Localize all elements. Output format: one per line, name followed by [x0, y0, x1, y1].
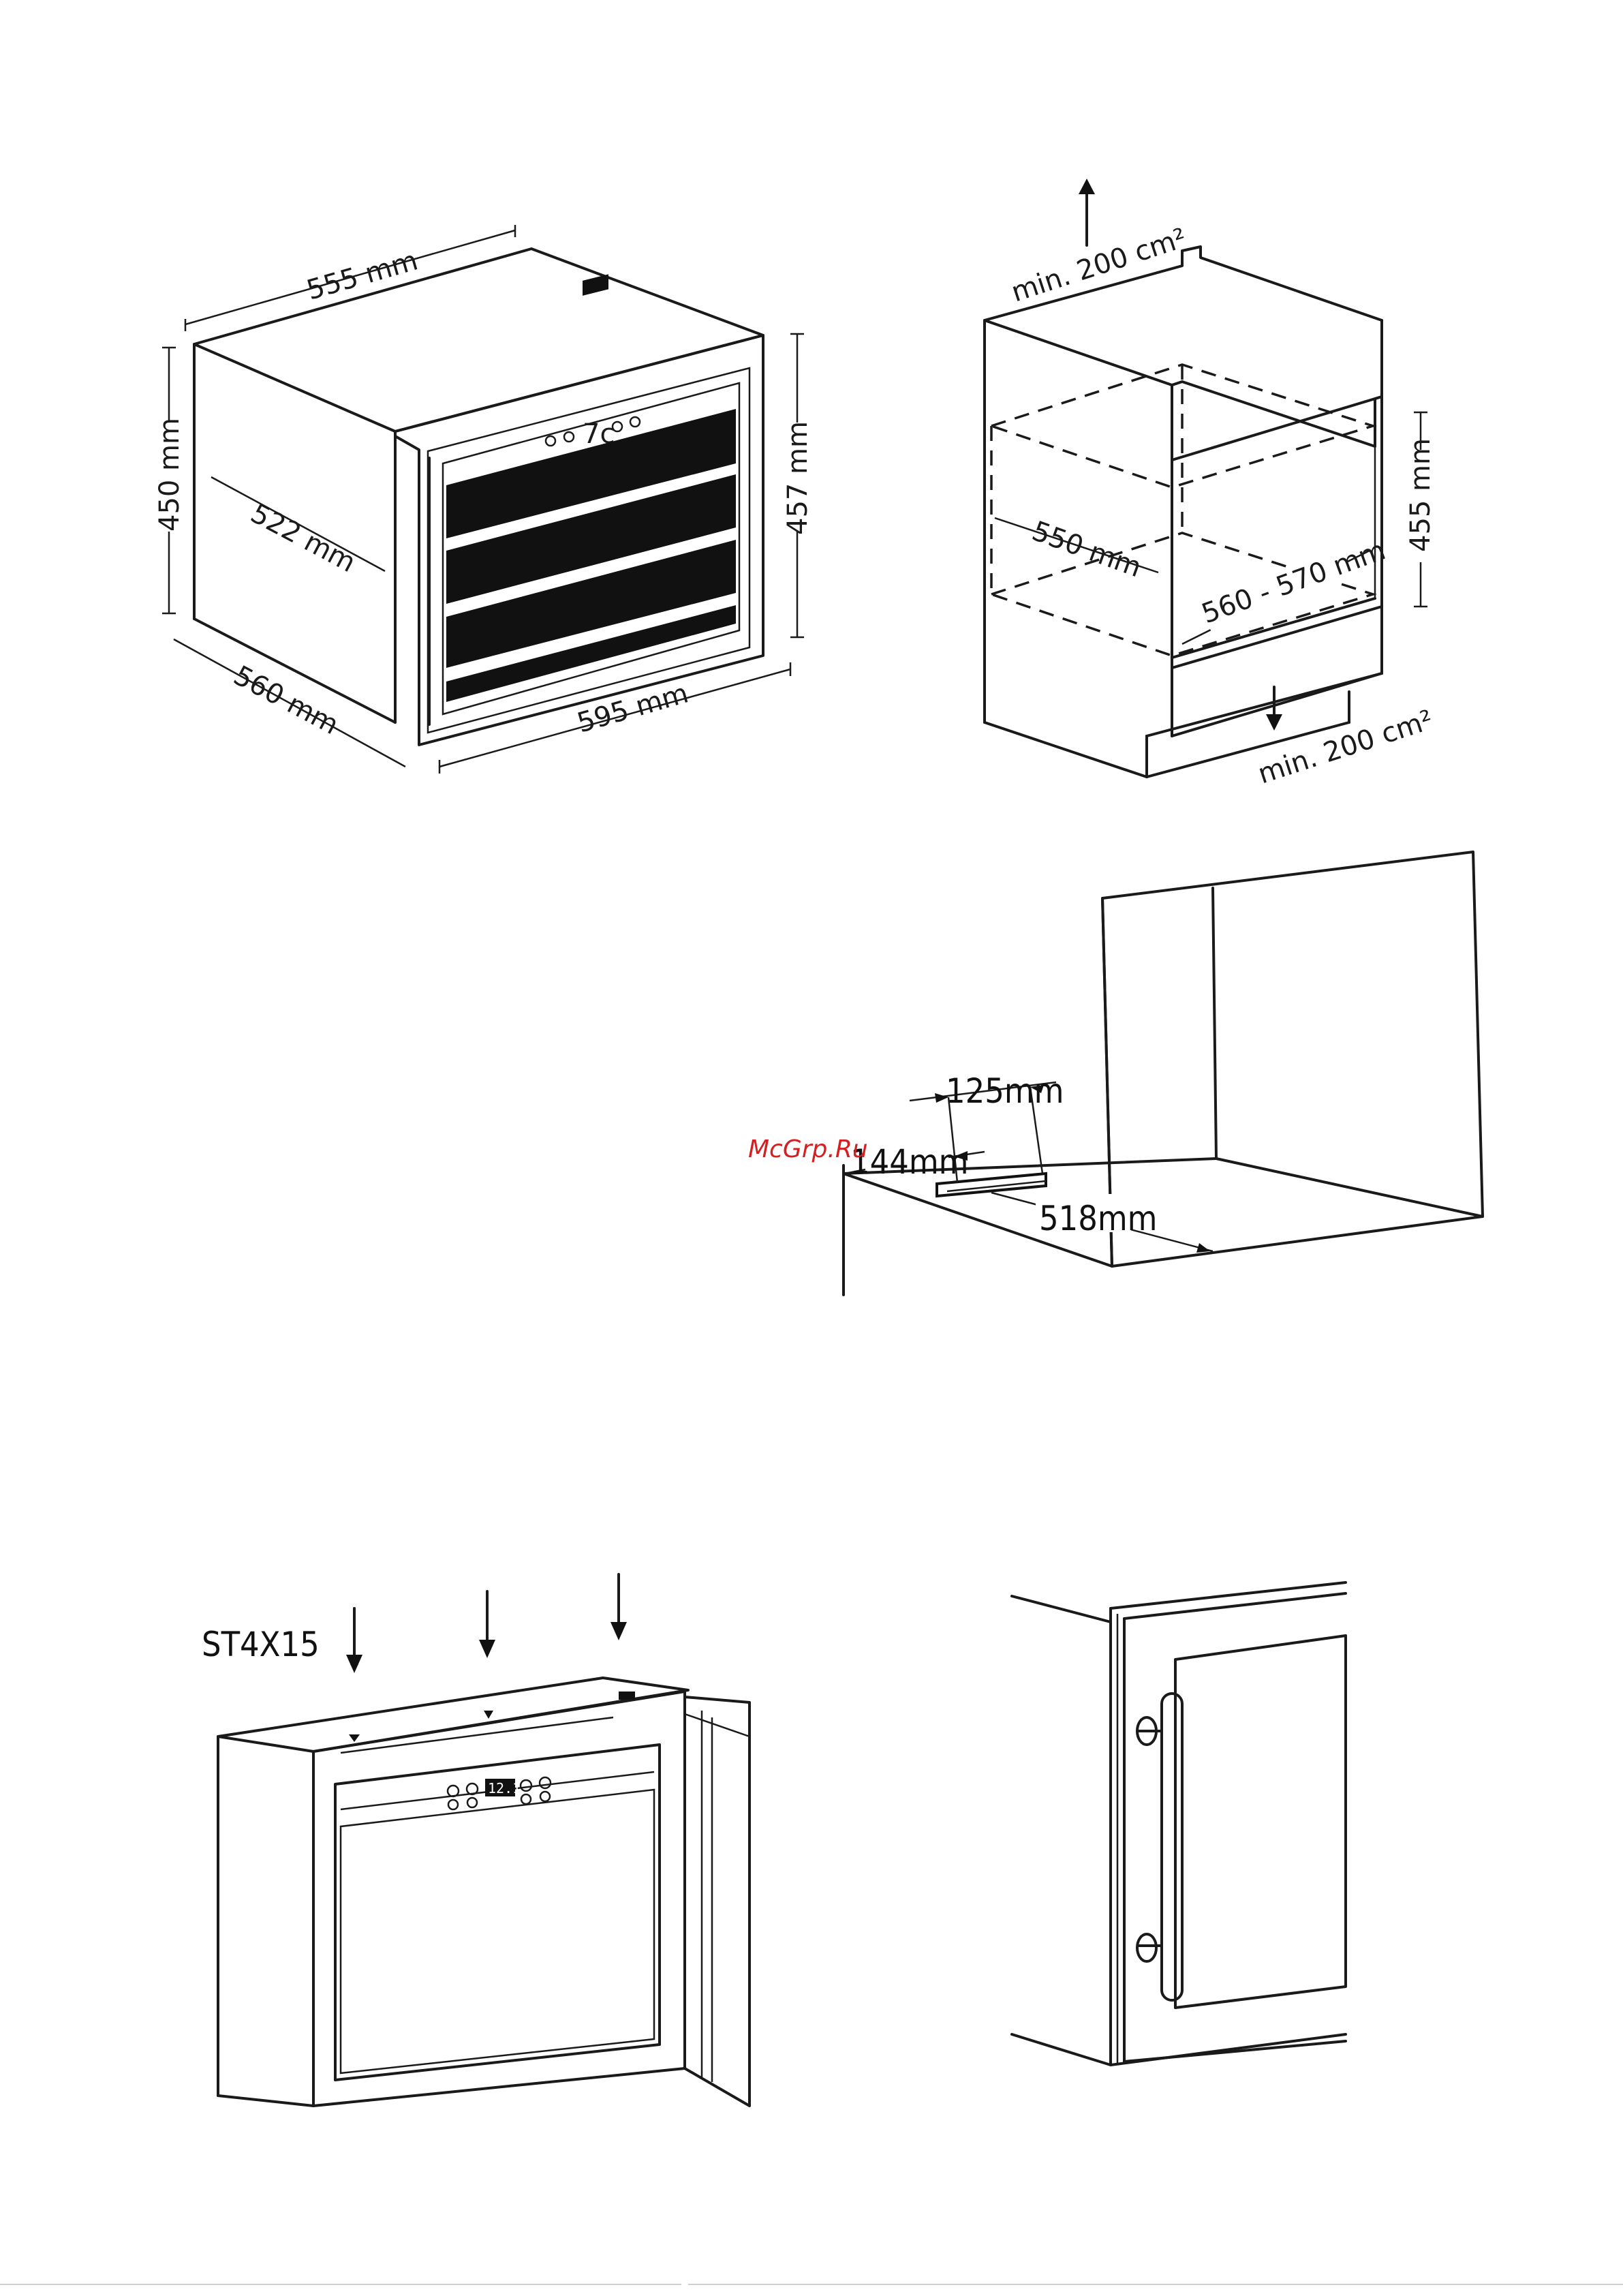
- appliance-top: [218, 1678, 688, 1751]
- dim-457: 457 mm: [782, 421, 814, 535]
- screw-label: ST4X15: [202, 1625, 320, 1664]
- dim-595: 595 mm: [574, 677, 692, 739]
- dim-518: 518mm: [1039, 1199, 1158, 1238]
- vent-bottom-label: min. 200 cm²: [1254, 704, 1437, 790]
- display-readout: 12.1: [488, 1780, 521, 1796]
- dim-450: 450 mm: [154, 418, 185, 532]
- figure-niche-ventilation: min. 200 cm² 550 mm 455 mm 5: [985, 179, 1437, 791]
- dim-560-570: 560 - 570 mm: [1198, 534, 1390, 630]
- dim-550: 550 mm: [1028, 515, 1146, 583]
- dim-522: 522 mm: [245, 498, 360, 579]
- door-handle: [1162, 1694, 1182, 2000]
- dim-144: 144mm: [850, 1142, 969, 1182]
- watermark: McGrp.Ru: [748, 1135, 868, 1163]
- dim-560: 560 mm: [228, 660, 343, 741]
- figure-door-handle: [1012, 1582, 1346, 2065]
- appliance-front: [313, 1692, 685, 2106]
- figure-screw-fixing: ST4X15 12.1: [202, 1574, 749, 2106]
- figure-bracket-position: 125mm 144mm 518mm: [844, 852, 1483, 1295]
- door-window: [1175, 1636, 1346, 2008]
- dim-125: 125mm: [946, 1071, 1064, 1111]
- cabinet-top: [194, 249, 763, 431]
- dim-455: 455 mm: [1405, 438, 1436, 552]
- vent-top-label: min. 200 cm²: [1008, 222, 1190, 308]
- figure-appliance-dimensions: 7c 555 mm 450 mm 522 mm 560 mm 457 mm 59…: [154, 225, 814, 774]
